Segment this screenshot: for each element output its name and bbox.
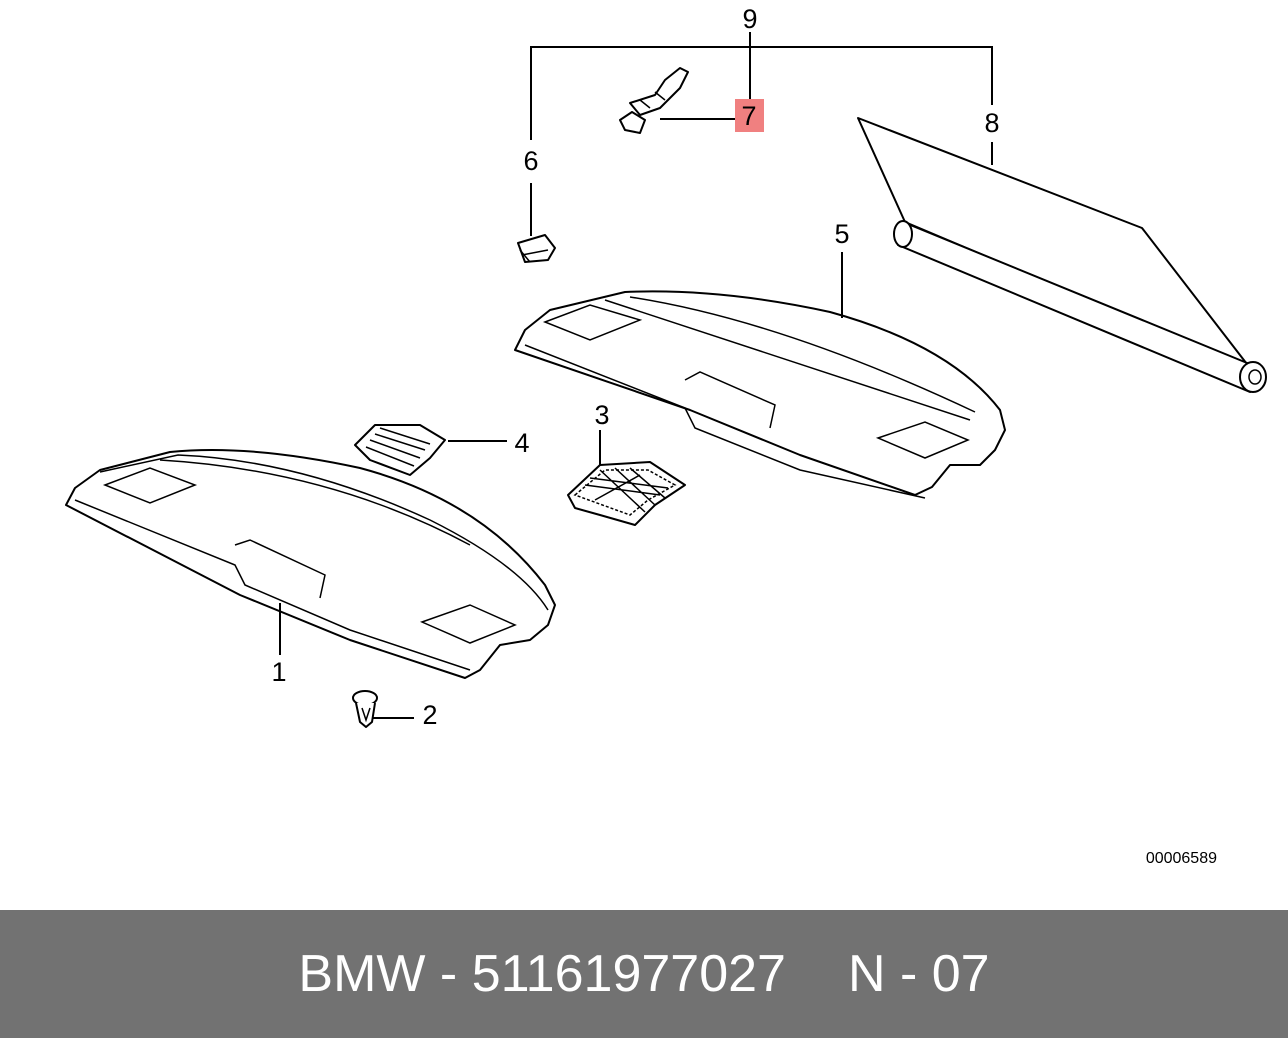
callout-8: 8 <box>984 108 999 138</box>
callout-5: 5 <box>834 219 849 249</box>
callout-9: 9 <box>742 4 757 34</box>
clip-part-2 <box>352 690 378 728</box>
net-cover-part-3 <box>567 461 686 526</box>
leader-lines <box>279 32 993 719</box>
hook-part-7 <box>619 67 689 134</box>
footer-position: N - 07 <box>847 945 990 1003</box>
clip-part-6 <box>517 234 556 263</box>
parcel-shelf-part-1 <box>65 449 556 679</box>
footer-part-number: BMW - 51161977027 <box>298 945 786 1003</box>
callout-7: 7 <box>741 101 756 131</box>
callout-numbers: 1 2 3 4 5 6 7 8 9 00006589 <box>271 4 1217 867</box>
parts-diagram: 1 2 3 4 5 6 7 8 9 00006589 <box>65 4 1267 867</box>
callout-4: 4 <box>514 428 529 458</box>
footer-bar: BMW - 51161977027 N - 07 <box>0 910 1288 1038</box>
parcel-shelf-part-5 <box>514 290 1006 499</box>
callout-6: 6 <box>523 146 538 176</box>
callout-7-highlight <box>735 99 764 132</box>
grille-cover-part-4 <box>354 424 446 476</box>
callout-2: 2 <box>422 700 437 730</box>
callout-3: 3 <box>594 400 609 430</box>
leader-9 <box>530 32 993 140</box>
reference-number: 00006589 <box>1146 850 1217 867</box>
callout-1: 1 <box>271 657 286 687</box>
roller-blind-part-8 <box>857 117 1267 393</box>
